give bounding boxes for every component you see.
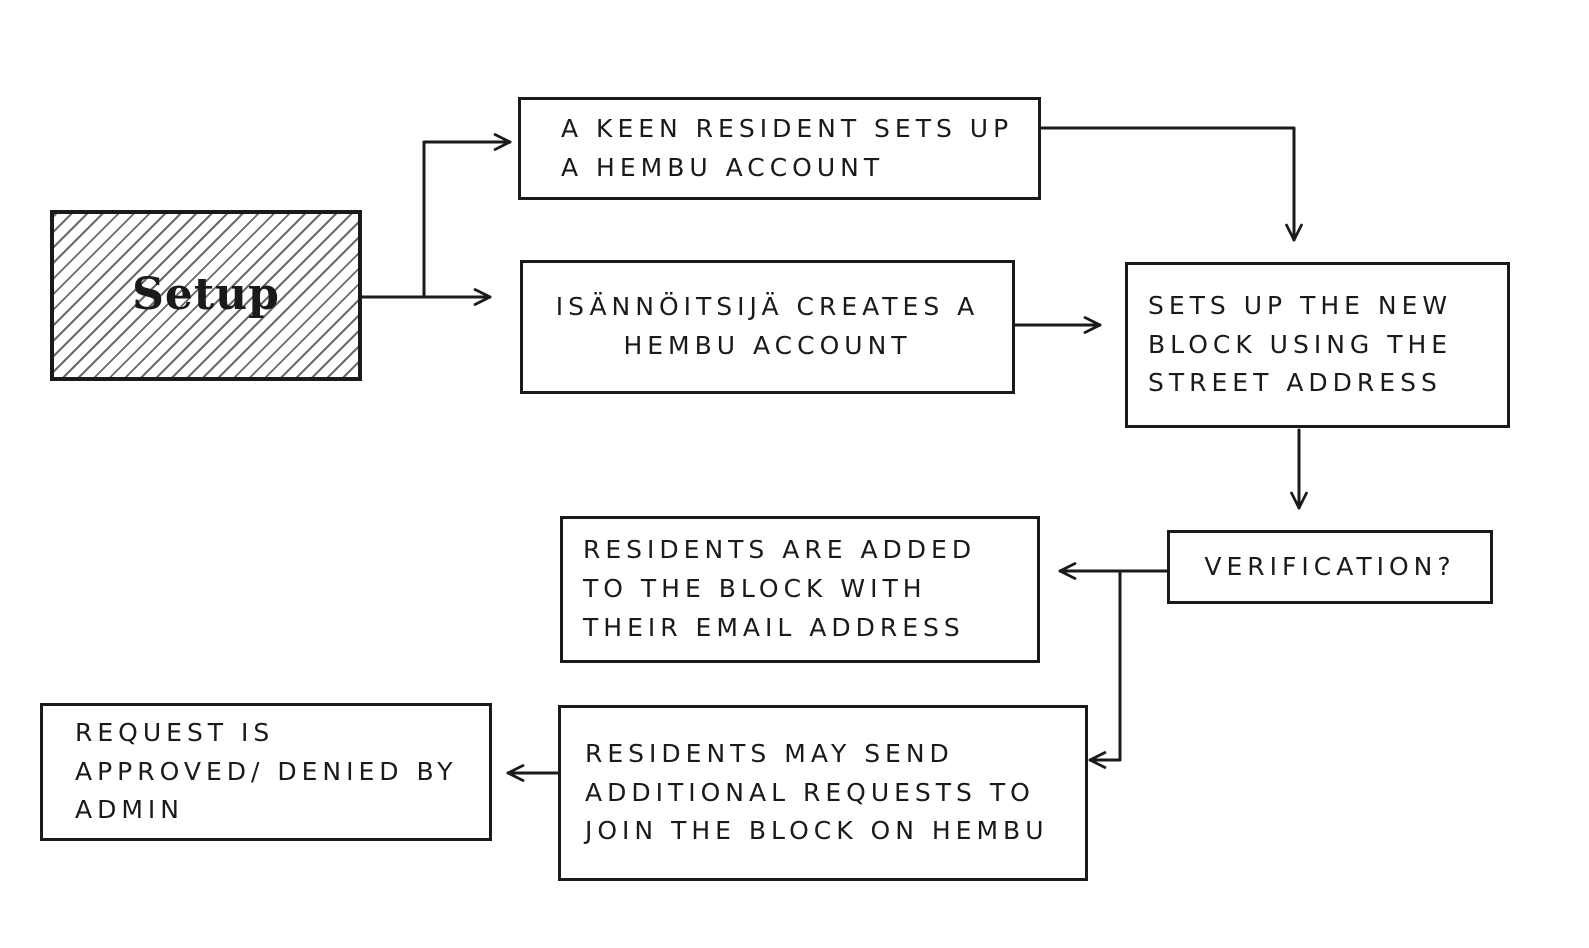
residents-added-box: Residents are added to the block with th…: [560, 516, 1040, 663]
residents-requests-box: Residents may send additional requests t…: [558, 705, 1088, 881]
arrow-verification-to-requests: [1088, 569, 1122, 769]
keen-resident-label: A keen resident sets up a Hembu account: [561, 113, 1014, 182]
isannoitsija-box: Isännöitsijä creates a Hembu account: [520, 260, 1015, 394]
residents-added-label: Residents are added to the block with th…: [583, 535, 977, 642]
arrow-setup-to-keen-resident: [422, 133, 512, 299]
isannoitsija-label: Isännöitsijä creates a Hembu account: [555, 292, 980, 360]
setup-label: Setup: [132, 269, 280, 321]
request-approved-box: Request is approved/ denied by admin: [40, 703, 492, 841]
arrow-keen-resident-to-block: [1039, 126, 1303, 242]
verification-box: Verification?: [1167, 530, 1493, 604]
request-approved-label: Request is approved/ denied by admin: [75, 717, 458, 825]
setup-box: Setup: [50, 210, 362, 381]
verification-label: Verification?: [1204, 551, 1456, 581]
sets-up-block-box: Sets up the new block using the street a…: [1125, 262, 1510, 428]
residents-requests-label: Residents may send additional requests t…: [585, 738, 1049, 846]
keen-resident-box: A keen resident sets up a Hembu account: [518, 97, 1041, 200]
sets-up-block-label: Sets up the new block using the street a…: [1148, 290, 1453, 398]
